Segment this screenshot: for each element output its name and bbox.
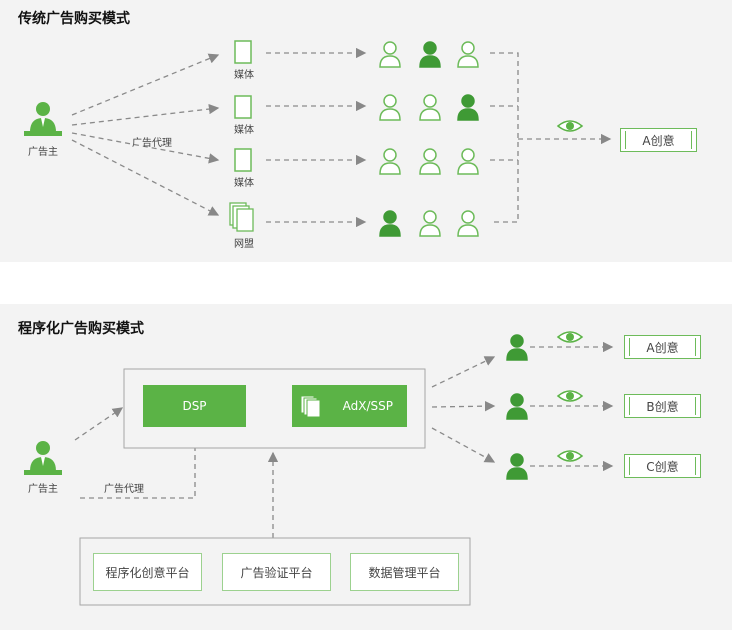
creative-box: C创意: [624, 454, 701, 478]
eye-icon: [556, 450, 584, 462]
creative-label: B创意: [646, 399, 679, 414]
person-icon: [457, 210, 479, 237]
creative-label: A创意: [642, 133, 675, 148]
programmatic-title: 程序化广告购买模式: [18, 321, 144, 337]
person-icon: [419, 148, 441, 175]
person-icon: [379, 148, 401, 175]
person-icon: [506, 334, 528, 361]
person-icon: [457, 41, 479, 68]
creative-label: C创意: [646, 459, 679, 474]
person-icon: [379, 94, 401, 121]
dsp-box: DSP: [143, 385, 246, 427]
platform-label: 程序化创意平台: [105, 565, 190, 580]
advertiser-label: 广告主: [28, 484, 58, 495]
person-icon: [457, 148, 479, 175]
platform-dmp: 数据管理平台: [350, 553, 459, 591]
stacked-documents-icon: [300, 395, 321, 418]
person-icon: [379, 41, 401, 68]
platform-creative: 程序化创意平台: [93, 553, 202, 591]
eye-icon: [556, 120, 584, 132]
channel-label: 媒体: [234, 178, 254, 189]
channel-label: 媒体: [234, 70, 254, 81]
traditional-title: 传统广告购买模式: [18, 11, 130, 27]
creative-box: A创意: [624, 335, 701, 359]
agency-label: 广告代理: [104, 484, 144, 495]
advertiser-label: 广告主: [28, 147, 58, 158]
person-icon: [419, 210, 441, 237]
platform-verification: 广告验证平台: [222, 553, 331, 591]
document-icon: [234, 148, 252, 172]
person-icon: [506, 453, 528, 480]
eye-icon: [556, 390, 584, 402]
person-icon: [379, 210, 401, 237]
stacked-documents-icon: [229, 202, 254, 232]
creative-label: A创意: [646, 340, 679, 355]
platform-label: 广告验证平台: [240, 565, 313, 580]
person-icon: [419, 94, 441, 121]
advertiser-person-icon: [24, 441, 62, 475]
creative-a: A创意: [620, 128, 697, 152]
channel-label: 网盟: [234, 239, 254, 250]
document-icon: [234, 95, 252, 119]
eye-icon: [556, 331, 584, 343]
adx-label: AdX/SSP: [342, 399, 393, 413]
person-icon: [419, 41, 441, 68]
creative-box: B创意: [624, 394, 701, 418]
person-icon: [457, 94, 479, 121]
adx-box: AdX/SSP: [292, 385, 407, 427]
channel-label: 媒体: [234, 125, 254, 136]
advertiser-person-icon: [24, 102, 62, 136]
platform-label: 数据管理平台: [368, 565, 441, 580]
person-icon: [506, 393, 528, 420]
agency-label: 广告代理: [132, 138, 172, 149]
dsp-label: DSP: [182, 399, 207, 413]
document-icon: [234, 40, 252, 64]
